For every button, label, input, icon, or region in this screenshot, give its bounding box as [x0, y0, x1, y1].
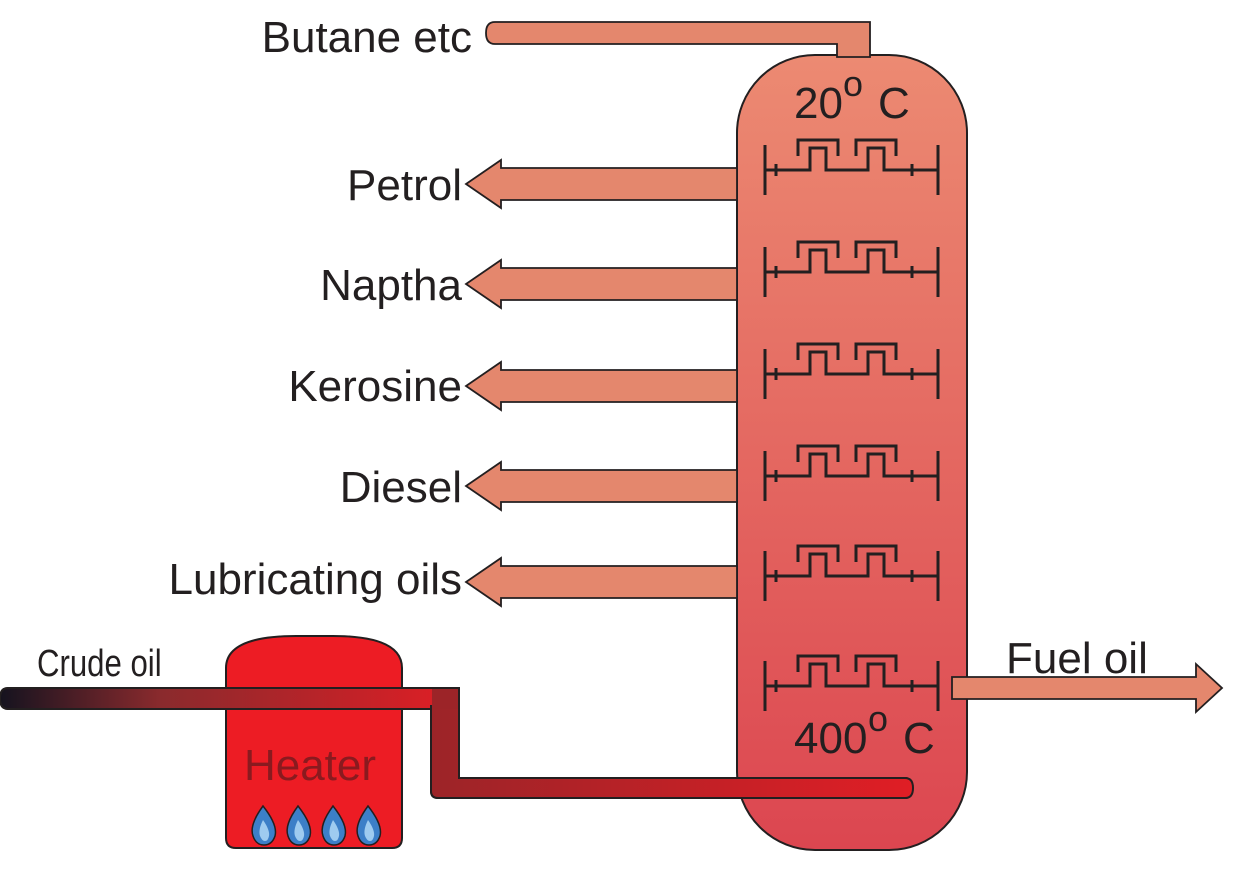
flames [251, 804, 382, 846]
arrow-left-icon [464, 556, 738, 608]
label-diesel: Diesel [340, 463, 462, 512]
temperature-bottom-value: 400 [794, 714, 867, 763]
crude-oil-pipe-fill [0, 687, 460, 710]
arrow-left-icon [464, 258, 738, 310]
label-kerosine: Kerosine [288, 362, 462, 411]
temperature-top-unit: C [878, 79, 910, 128]
bubble-cap-tray-icon [763, 654, 940, 711]
crude-oil-pipe-down [430, 705, 915, 799]
arrow-left-icon [464, 460, 738, 512]
temperature-top: 20 o C [794, 63, 910, 128]
label-fuel-oil: Fuel oil [1006, 634, 1148, 683]
flame-icon [259, 820, 270, 841]
flame-icon [294, 820, 305, 841]
flame-icon [329, 820, 340, 841]
degree-symbol: o [843, 63, 863, 104]
bubble-cap-tray-icon [763, 444, 940, 501]
label-butane: Butane etc [262, 13, 472, 62]
bubble-cap-tray-icon [763, 138, 940, 195]
label-lubricating-oils: Lubricating oils [169, 555, 463, 604]
bubble-cap-tray-icon [763, 544, 940, 601]
temperature-bottom-unit: C [903, 714, 935, 763]
label-naptha: Naptha [320, 261, 462, 310]
degree-symbol: o [868, 698, 888, 739]
label-petrol: Petrol [347, 161, 462, 210]
flame-icon [364, 820, 375, 841]
bubble-cap-tray-icon [763, 240, 940, 297]
temperature-top-value: 20 [794, 79, 843, 128]
temperature-bottom: 400 o C [794, 698, 935, 763]
arrow-left-icon [464, 158, 738, 210]
butane-pipe [485, 21, 871, 58]
bubble-cap-tray-icon [763, 342, 940, 399]
label-heater: Heater [244, 741, 376, 790]
label-crude-oil: Crude oil [37, 643, 162, 685]
arrow-right-icon [951, 661, 1224, 715]
arrow-left-icon [464, 360, 738, 412]
trays [763, 138, 940, 711]
